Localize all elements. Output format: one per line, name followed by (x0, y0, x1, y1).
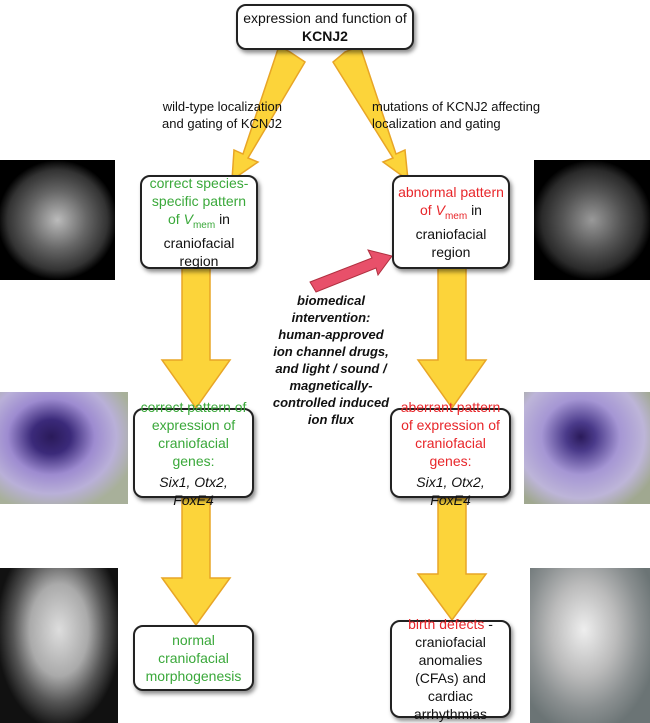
left-branch-line: wild-type localization (162, 99, 282, 114)
right-gene-box: aberrant pattern of expression of cranio… (390, 399, 511, 508)
right-outcome-rest: - craniofacial anomalies (CFAs) and card… (413, 616, 493, 722)
right-branch-line: localization and gating (372, 116, 501, 131)
arrow-left-1 (160, 267, 232, 410)
tadpole-image-normal (0, 568, 118, 723)
left-vmem-colored: correct species-specific pattern of (149, 174, 249, 227)
right-vmem-box: abnormal pattern of Vmem in craniofacial… (392, 175, 510, 269)
top-box-gene: KCNJ2 (302, 28, 348, 44)
left-gene-box: correct pattern of expression of craniof… (133, 399, 254, 508)
right-gene-colored: aberrant pattern of expression of cranio… (400, 398, 501, 469)
left-outcome-text: normal craniofacial morphogenesis (145, 632, 242, 684)
vmem-symbol: V (183, 210, 193, 227)
intervention-text: biomedical intervention: human-approved … (272, 293, 390, 427)
arrow-right-2 (416, 497, 488, 622)
right-gene-list: Six1, Otx2, FoxE4 (416, 473, 485, 508)
right-branch-label: mutations of KCNJ2 affecting localizatio… (372, 98, 592, 132)
gene-expression-image-mutant (524, 392, 650, 504)
left-branch-label: wild-type localization and gating of KCN… (110, 98, 282, 132)
top-box-text: expression and function of (243, 10, 407, 26)
left-vmem-rest: in craniofacial region (163, 210, 235, 270)
right-vmem-colored: abnormal pattern of (398, 183, 504, 218)
left-vmem-box: correct species-specific pattern of Vmem… (140, 175, 258, 269)
vmem-image-mutant (534, 160, 650, 280)
arrow-right-1 (416, 267, 488, 410)
left-gene-list: Six1, Otx2, FoxE4 (159, 473, 228, 508)
right-outcome-colored: birth defects (408, 616, 485, 632)
left-outcome-box: normal craniofacial morphogenesis (133, 625, 254, 691)
tadpole-image-defect (530, 568, 650, 723)
vmem-subscript: mem (444, 210, 468, 222)
gene-expression-image-wildtype (0, 392, 128, 504)
vmem-subscript: mem (192, 219, 216, 231)
right-vmem-rest: in craniofacial region (415, 201, 487, 261)
left-gene-colored: correct pattern of expression of craniof… (140, 398, 247, 469)
left-branch-line: and gating of KCNJ2 (162, 116, 282, 131)
vmem-symbol: V (435, 201, 445, 218)
arrow-intervention (309, 249, 393, 293)
right-outcome-box: birth defects - craniofacial anomalies (… (390, 616, 511, 722)
arrow-left-2 (160, 497, 232, 627)
right-branch-line: mutations of KCNJ2 affecting (372, 99, 541, 114)
top-box: expression and function of KCNJ2 (236, 4, 414, 50)
vmem-image-wildtype (0, 160, 115, 280)
